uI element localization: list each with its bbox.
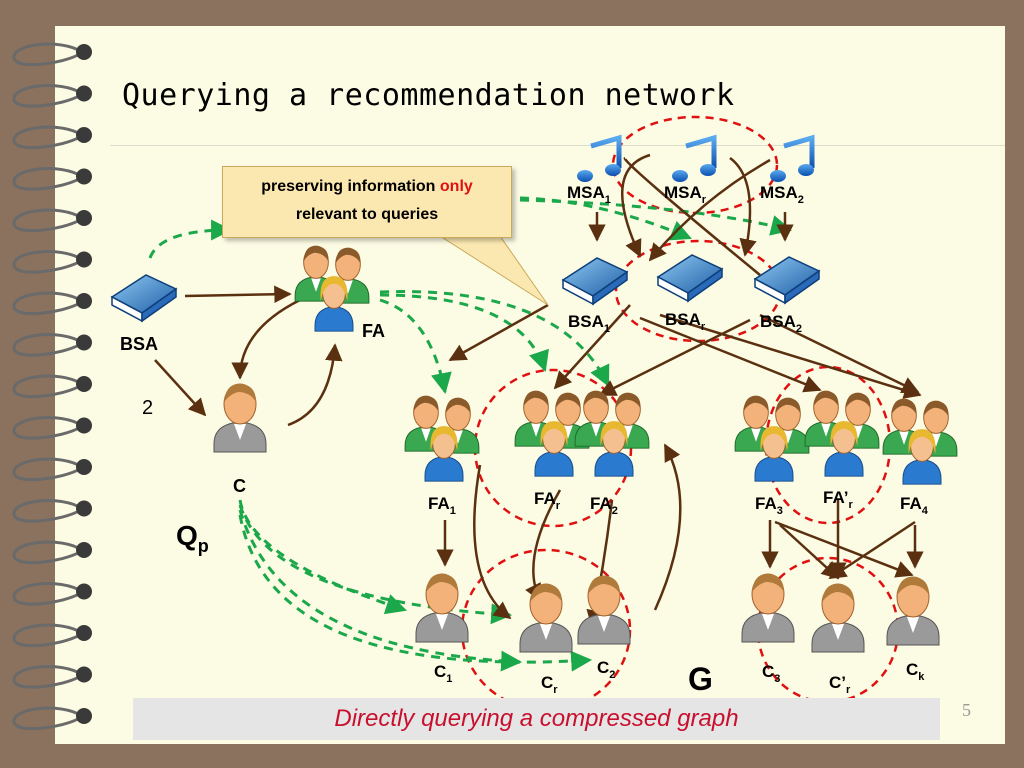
label-cr-prime: C’r	[829, 673, 851, 696]
callout-text-line2: relevant to queries	[295, 206, 439, 223]
label-qp: Qp	[176, 520, 209, 556]
label-fa: FA	[362, 321, 385, 341]
spiral-ring	[12, 665, 83, 689]
spiral-ring	[12, 333, 83, 357]
label-fa4: FA4	[900, 494, 929, 517]
spiral-hole	[76, 708, 92, 724]
label-msar: MSAr	[664, 183, 707, 206]
label-fa1: FA1	[428, 494, 456, 517]
caption-bar: Directly querying a compressed graph	[133, 698, 940, 740]
spiral-hole	[76, 376, 92, 392]
callout-text: preserving information	[261, 178, 440, 195]
label-fa2: FA2	[590, 494, 618, 517]
spiral-ring	[12, 250, 83, 274]
page-number: 5	[962, 700, 971, 720]
label-msa1: MSA1	[567, 183, 611, 206]
label-bsar: BSAr	[665, 310, 706, 333]
spiral-hole	[76, 542, 92, 558]
label-c: C	[233, 476, 246, 496]
spiral-hole	[76, 44, 92, 60]
callout-highlight: only	[439, 178, 473, 195]
label-cr: Cr	[541, 673, 558, 696]
spiral-hole	[76, 293, 92, 309]
spiral-ring	[12, 706, 83, 731]
label-g: G	[688, 661, 713, 697]
spiral-hole	[76, 583, 92, 600]
slide-title: Querying a recommendation network	[122, 78, 735, 113]
label-far-prime: FA’r	[823, 488, 854, 511]
title-divider	[110, 145, 1005, 146]
spiral-hole	[76, 666, 92, 683]
spiral-ring	[12, 374, 83, 399]
spiral-ring	[12, 208, 83, 233]
spiral-ring	[12, 125, 83, 150]
caption-text: Directly querying a compressed graph	[334, 705, 739, 732]
spiral-hole	[76, 210, 92, 226]
label-c1: C1	[434, 662, 452, 685]
spiral-hole	[76, 168, 92, 185]
spiral-ring	[12, 623, 83, 648]
spiral-hole	[76, 459, 92, 475]
label-fa3: FA3	[755, 494, 783, 517]
spiral-binding	[12, 42, 92, 731]
spiral-hole	[76, 625, 92, 641]
label-ck: Ck	[906, 660, 925, 683]
label-bsa1: BSA1	[568, 312, 610, 335]
label-bsa2: BSA2	[760, 312, 802, 335]
spiral-ring	[12, 42, 83, 67]
spiral-hole	[76, 85, 92, 102]
label-far: FAr	[534, 489, 561, 512]
spiral-ring	[12, 84, 83, 108]
spiral-ring	[12, 499, 83, 523]
label-msa2: MSA2	[760, 183, 804, 206]
callout-box: preserving information only relevant to …	[222, 166, 512, 238]
spiral-ring	[12, 416, 83, 440]
spiral-ring	[12, 167, 83, 191]
spiral-hole	[76, 251, 92, 268]
label-bsa: BSA	[120, 334, 158, 354]
spiral-hole	[76, 417, 92, 434]
label-two: 2	[142, 397, 153, 419]
label-c2: C2	[597, 658, 615, 681]
spiral-ring	[12, 291, 83, 316]
spiral-ring	[12, 457, 83, 482]
spiral-ring	[12, 540, 83, 565]
spiral-hole	[76, 500, 92, 517]
spiral-hole	[76, 127, 92, 143]
spiral-ring	[12, 582, 83, 606]
label-c3: C3	[762, 662, 780, 685]
spiral-hole	[76, 334, 92, 351]
